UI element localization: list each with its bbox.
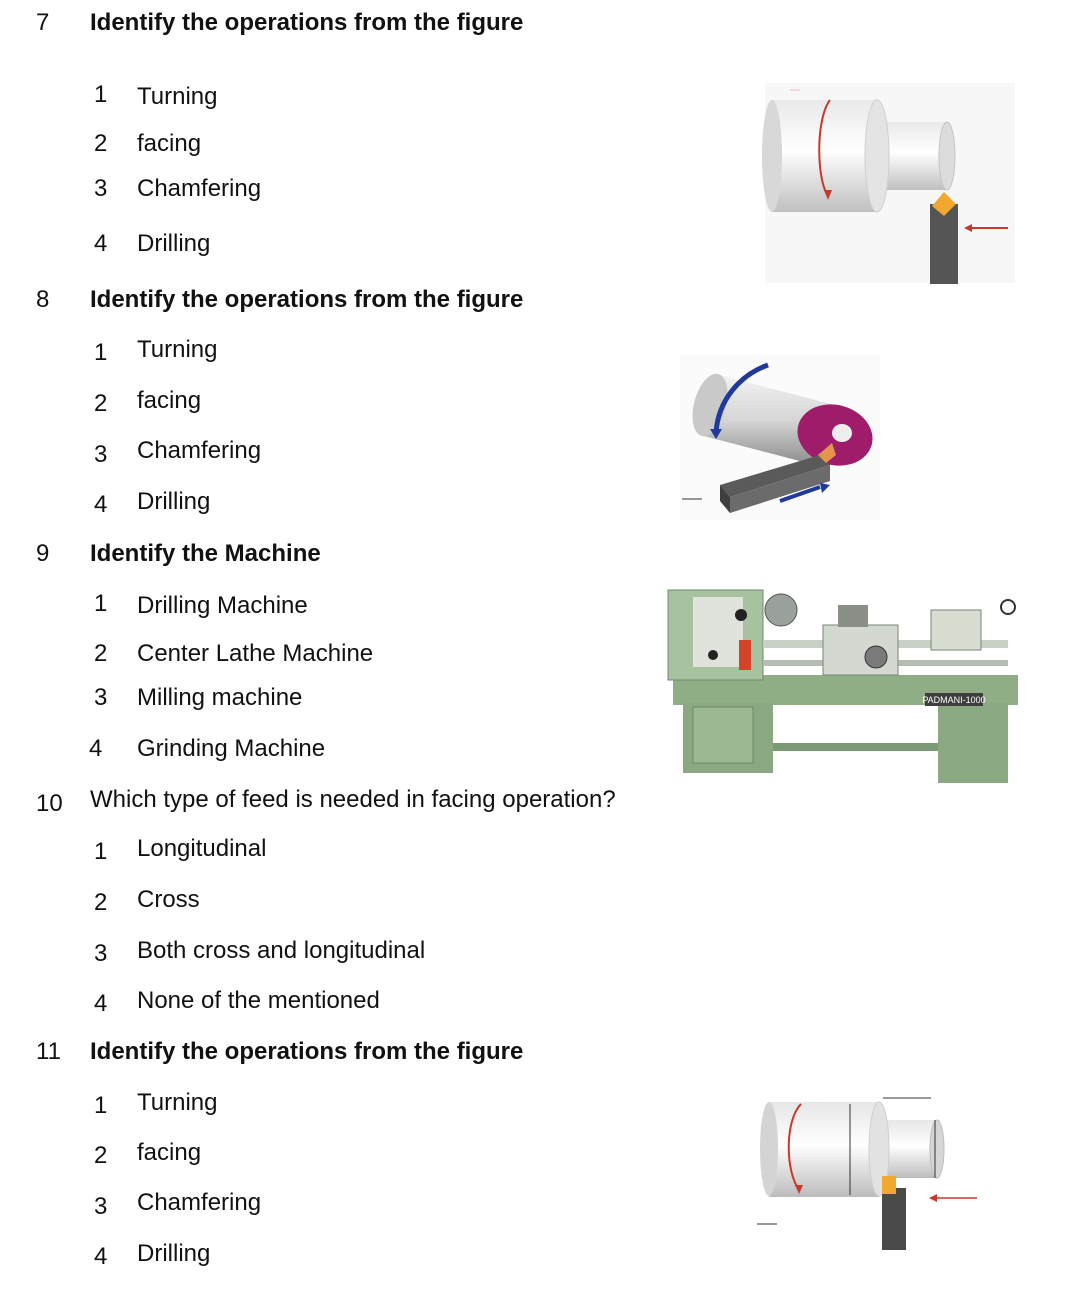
q8-option-4-number: 4 — [94, 491, 108, 518]
q11-option-2-number: 2 — [94, 1142, 108, 1169]
q11-option-4-text: Drilling — [137, 1240, 211, 1267]
q11-option-4-number: 4 — [94, 1243, 108, 1270]
q9-option-4-number: 4 — [89, 735, 103, 762]
q10-option-1-number: 1 — [94, 838, 108, 865]
q11-option-1-number: 1 — [94, 1092, 108, 1119]
question-8-text: Identify the operations from the figure — [90, 286, 524, 313]
q9-option-1-text: Drilling Machine — [137, 592, 308, 619]
q10-option-2-number: 2 — [94, 889, 108, 916]
lathe-machine-figure: PADMANI-1000 — [663, 585, 1023, 785]
q8-option-1-number: 1 — [94, 339, 108, 366]
q8-option-2-number: 2 — [94, 390, 108, 417]
question-7-number: 7 — [36, 9, 50, 36]
q10-option-2-text: Cross — [137, 886, 200, 913]
q8-option-2-text: facing — [137, 387, 202, 414]
question-11-number: 11 — [36, 1038, 61, 1065]
q11-option-3-number: 3 — [94, 1193, 108, 1220]
q11-option-3-text: Chamfering — [137, 1189, 262, 1216]
q7-option-3-text: Chamfering — [137, 175, 262, 202]
q9-option-3-text: Milling machine — [137, 684, 303, 711]
q9-option-1-number: 1 — [94, 590, 108, 617]
q11-option-2-text: facing — [137, 1139, 202, 1166]
q8-option-1-text: Turning — [137, 336, 218, 363]
q9-option-3-number: 3 — [94, 684, 108, 711]
question-10-text: Which type of feed is needed in facing o… — [90, 786, 616, 813]
q10-option-4-number: 4 — [94, 990, 108, 1017]
q8-option-3-number: 3 — [94, 441, 108, 468]
question-11-text: Identify the operations from the figure — [90, 1038, 524, 1065]
q7-option-4-text: Drilling — [137, 230, 211, 257]
question-8-number: 8 — [36, 286, 50, 313]
q7-option-1-number: 1 — [94, 81, 108, 108]
q10-option-3-number: 3 — [94, 940, 108, 967]
question-7-text: Identify the operations from the figure — [90, 9, 524, 36]
step-turning-figure — [755, 1090, 985, 1255]
q9-option-2-number: 2 — [94, 640, 108, 667]
q8-option-3-text: Chamfering — [137, 437, 262, 464]
facing-operation-figure — [680, 355, 880, 520]
q10-option-4-text: None of the mentioned — [137, 987, 380, 1014]
q7-option-2-number: 2 — [94, 130, 108, 157]
svg-text:~~~: ~~~ — [790, 88, 801, 94]
question-10-number: 10 — [36, 790, 63, 817]
turning-operation-figure: ~~~ — [762, 83, 1015, 284]
q9-option-4-text: Grinding Machine — [137, 735, 326, 762]
question-9-text: Identify the Machine — [90, 540, 321, 567]
q7-option-4-number: 4 — [94, 230, 108, 257]
q7-option-2-text: facing — [137, 130, 202, 157]
q8-option-4-text: Drilling — [137, 488, 211, 515]
q10-option-3-text: Both cross and longitudinal — [137, 937, 426, 964]
q11-option-1-text: Turning — [137, 1089, 218, 1116]
q7-option-3-number: 3 — [94, 175, 108, 202]
machine-name-plate: PADMANI-1000 — [922, 695, 985, 705]
q7-option-1-text: Turning — [137, 83, 218, 110]
q9-option-2-text: Center Lathe Machine — [137, 640, 374, 667]
question-9-number: 9 — [36, 540, 50, 567]
q10-option-1-text: Longitudinal — [137, 835, 267, 862]
